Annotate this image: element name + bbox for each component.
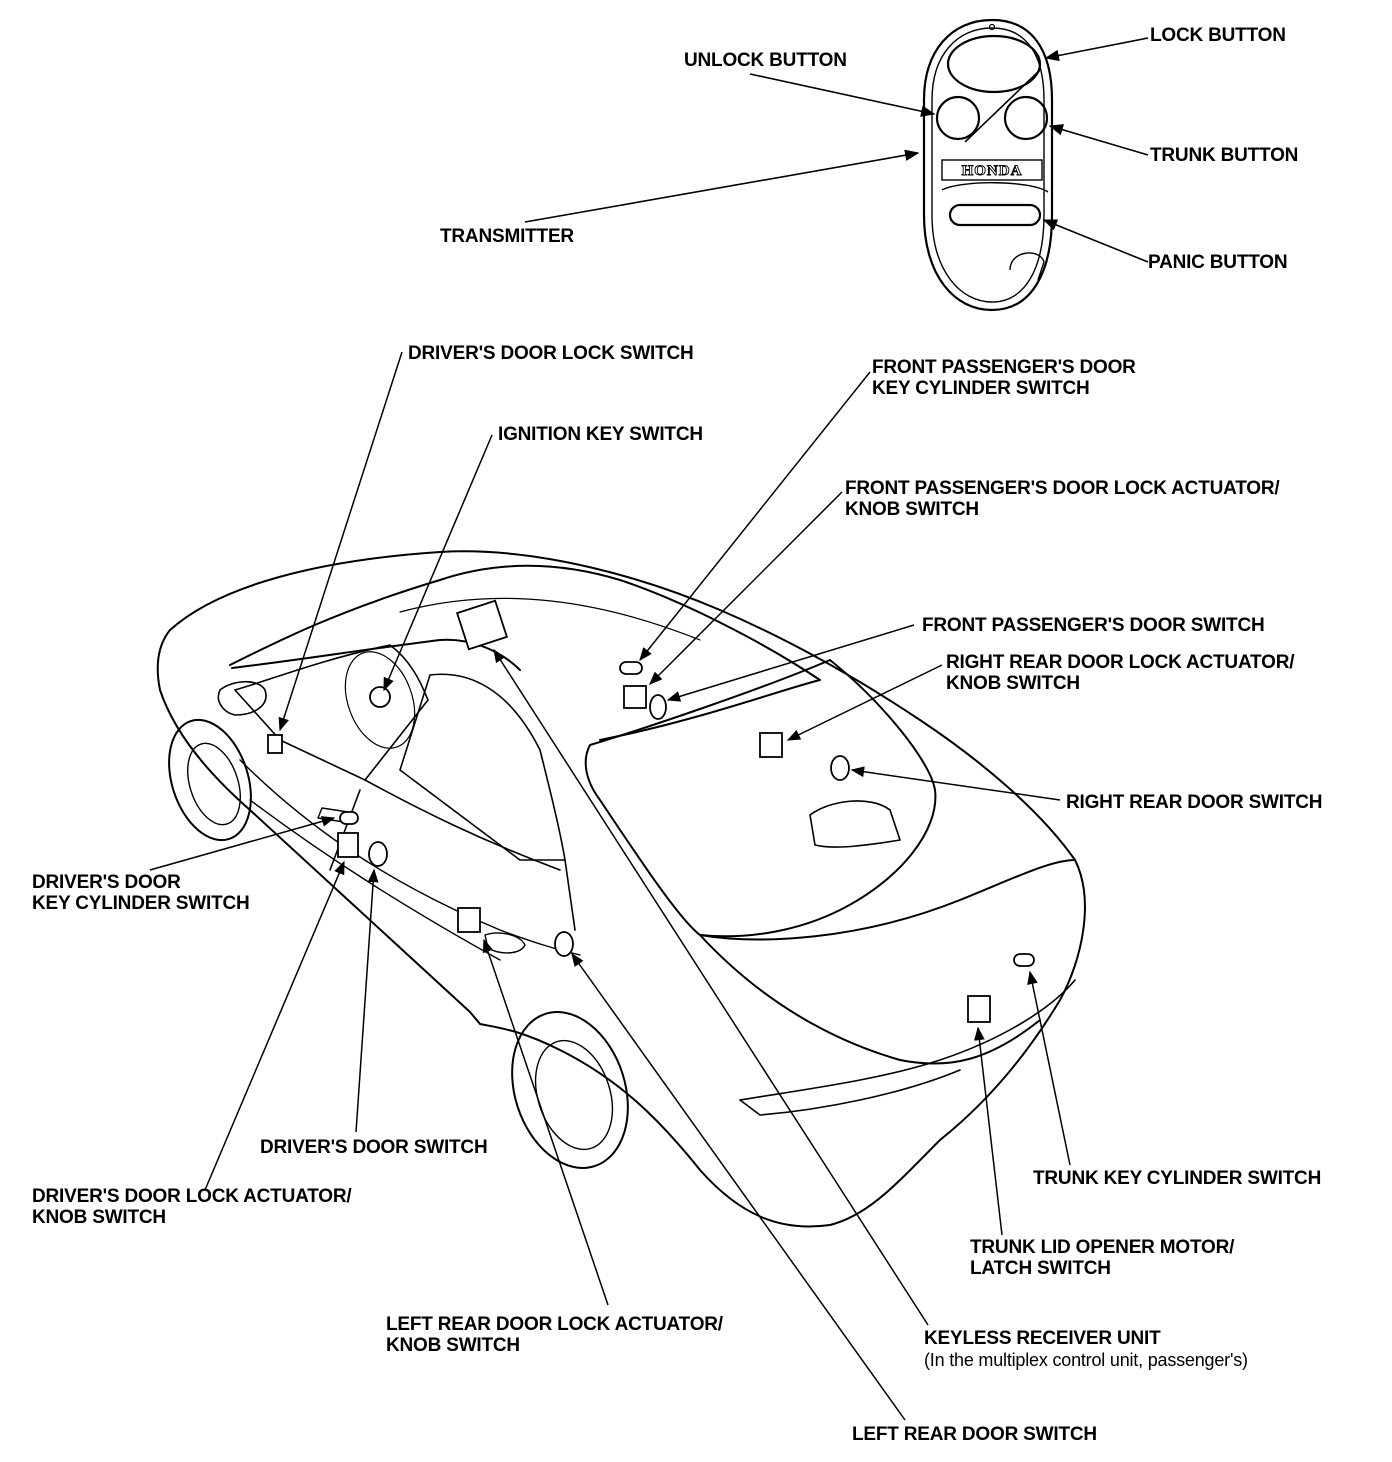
left-rear-actuator-leader <box>482 938 609 1306</box>
keyless-receiver-label-1: KEYLESS RECEIVER UNIT <box>924 1328 1161 1349</box>
front-pass-key-cyl-icon <box>619 661 643 675</box>
drivers-actuator-label-2: KNOB SWITCH <box>32 1207 166 1228</box>
drivers-door-switch-label: DRIVER'S DOOR SWITCH <box>260 1137 488 1158</box>
front-pass-door-switch-label: FRONT PASSENGER'S DOOR SWITCH <box>922 615 1265 636</box>
front-pass-key-cyl-leader <box>639 371 871 662</box>
trunk-lid-label-2: LATCH SWITCH <box>970 1258 1111 1279</box>
transmitter-label: TRANSMITTER <box>440 226 574 247</box>
front-pass-door-switch-icon <box>649 694 667 720</box>
front-pass-actuator-icon <box>623 685 647 709</box>
trunk-key-cyl-switch-label: TRUNK KEY CYLINDER SWITCH <box>1033 1168 1322 1189</box>
drivers-key-cyl-label-1: DRIVER'S DOOR <box>32 872 181 893</box>
ignition-key-switch-label: IGNITION KEY SWITCH <box>498 424 703 445</box>
lock-button-icon <box>946 34 1042 94</box>
front-pass-actuator-leader <box>649 491 843 685</box>
panic-button-leader <box>1042 219 1149 263</box>
lock-button-leader <box>1044 37 1149 62</box>
right-rear-actuator-icon <box>759 732 783 758</box>
drivers-door-switch-leader <box>355 868 379 1133</box>
right-rear-actuator-label-1: RIGHT REAR DOOR LOCK ACTUATOR/ <box>946 652 1295 673</box>
keyless-receiver-unit-icon <box>455 599 509 651</box>
keyless-receiver-note: (In the multiplex control unit, passenge… <box>924 1350 1248 1370</box>
drivers-key-cyl-leader <box>149 816 336 871</box>
drivers-door-lock-switch-icon <box>267 734 283 754</box>
left-rear-actuator-label-2: KNOB SWITCH <box>386 1335 520 1356</box>
left-rear-door-switch-icon <box>554 931 574 957</box>
trunk-button-label: TRUNK BUTTON <box>1150 145 1299 166</box>
drivers-key-cyl-icon <box>339 811 359 825</box>
transmitter-fob <box>922 18 1054 312</box>
trunk-key-cyl-leader <box>1027 970 1071 1166</box>
drivers-actuator-label-1: DRIVER'S DOOR LOCK ACTUATOR/ <box>32 1186 352 1207</box>
drivers-door-switch-icon <box>368 841 388 867</box>
drivers-key-cyl-label-2: KEY CYLINDER SWITCH <box>32 893 250 914</box>
keyless-receiver-leader <box>493 648 929 1326</box>
drivers-actuator-leader <box>204 860 345 1191</box>
drivers-actuator-icon <box>337 832 359 858</box>
unlock-button-icon <box>935 95 981 141</box>
panic-button-icon <box>948 203 1042 227</box>
right-rear-door-switch-leader <box>850 766 1061 801</box>
left-rear-door-switch-label: LEFT REAR DOOR SWITCH <box>852 1424 1097 1445</box>
keyless-receiver-label-2: (In the multiplex control unit, passenge… <box>924 1350 1248 1371</box>
right-rear-actuator-label-2: KNOB SWITCH <box>946 673 1080 694</box>
front-pass-actuator-label-2: KNOB SWITCH <box>845 499 979 520</box>
panic-button-label: PANIC BUTTON <box>1148 252 1288 273</box>
honda-logo: HONDA <box>962 163 1023 179</box>
right-rear-door-switch-icon <box>830 755 850 781</box>
right-rear-door-switch-label: RIGHT REAR DOOR SWITCH <box>1066 792 1323 813</box>
ignition-key-switch-icon <box>369 686 391 708</box>
drivers-door-lock-switch-leader <box>278 351 403 732</box>
trunk-key-cyl-icon <box>1013 953 1035 967</box>
left-rear-actuator-icon <box>457 907 481 933</box>
left-rear-actuator-label-1: LEFT REAR DOOR LOCK ACTUATOR/ <box>386 1314 723 1335</box>
transmitter-leader <box>524 149 920 223</box>
front-pass-key-cyl-label-1: FRONT PASSENGER'S DOOR <box>872 357 1136 378</box>
front-pass-key-cyl-label-2: KEY CYLINDER SWITCH <box>872 378 1090 399</box>
car-outline <box>156 550 1086 1228</box>
trunk-button-leader <box>1048 124 1149 156</box>
drivers-door-lock-switch-label: DRIVER'S DOOR LOCK SWITCH <box>408 343 694 364</box>
lock-button-label: LOCK BUTTON <box>1150 25 1286 46</box>
trunk-button-icon <box>1003 95 1049 141</box>
front-pass-door-switch-leader <box>666 624 915 702</box>
left-rear-door-switch-leader <box>571 952 906 1421</box>
unlock-button-leader <box>749 73 936 117</box>
right-rear-actuator-leader <box>786 664 943 741</box>
unlock-button-label: UNLOCK BUTTON <box>684 50 847 71</box>
trunk-lid-label-1: TRUNK LID OPENER MOTOR/ <box>970 1237 1235 1258</box>
ignition-key-switch-leader <box>383 434 493 692</box>
trunk-lid-leader <box>974 1026 1003 1236</box>
front-pass-actuator-label-1: FRONT PASSENGER'S DOOR LOCK ACTUATOR/ <box>845 478 1280 499</box>
trunk-lid-icon <box>967 995 991 1023</box>
